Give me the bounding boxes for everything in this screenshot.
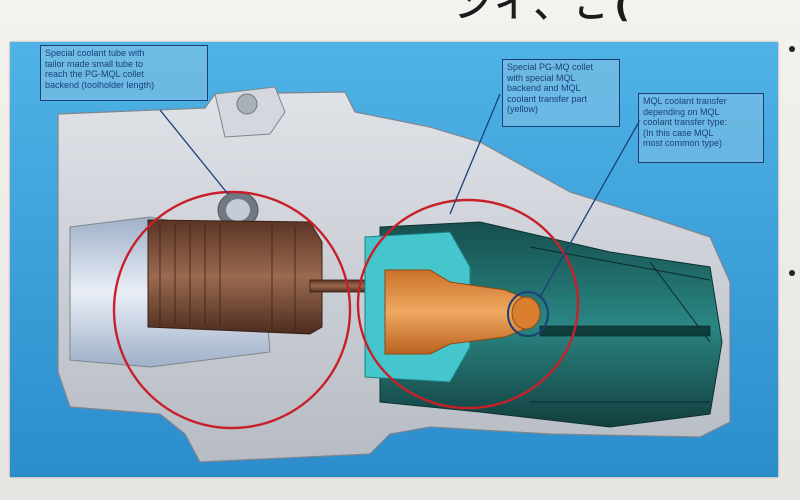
diagram-svg [10, 42, 778, 477]
callout-pg-mql-collet: Special PG-MQ collet with special MQL ba… [502, 59, 620, 127]
highlight-circle-tube [112, 190, 352, 430]
slide-title-fragment: ンイ、ご( [455, 0, 636, 26]
coolant-tube-assembly [147, 219, 323, 335]
bullet-dot [789, 270, 795, 276]
bullet-dot [789, 46, 795, 52]
callout-leaders [159, 93, 641, 298]
highlight-circle-transfer [507, 291, 549, 337]
flange-hole [236, 93, 258, 115]
coolant-port-inner [226, 199, 250, 221]
tube-fins [159, 224, 296, 331]
backend-end-cap [511, 296, 541, 330]
tool-bore [539, 325, 711, 337]
highlight-circle-collet [356, 198, 580, 410]
callout-mql-transfer: MQL coolant transfer depending on MQL co… [638, 93, 764, 163]
toolholder-cross-section-diagram: Special coolant tube with tailor made sm… [10, 42, 778, 477]
callout-coolant-tube: Special coolant tube with tailor made sm… [40, 45, 208, 101]
